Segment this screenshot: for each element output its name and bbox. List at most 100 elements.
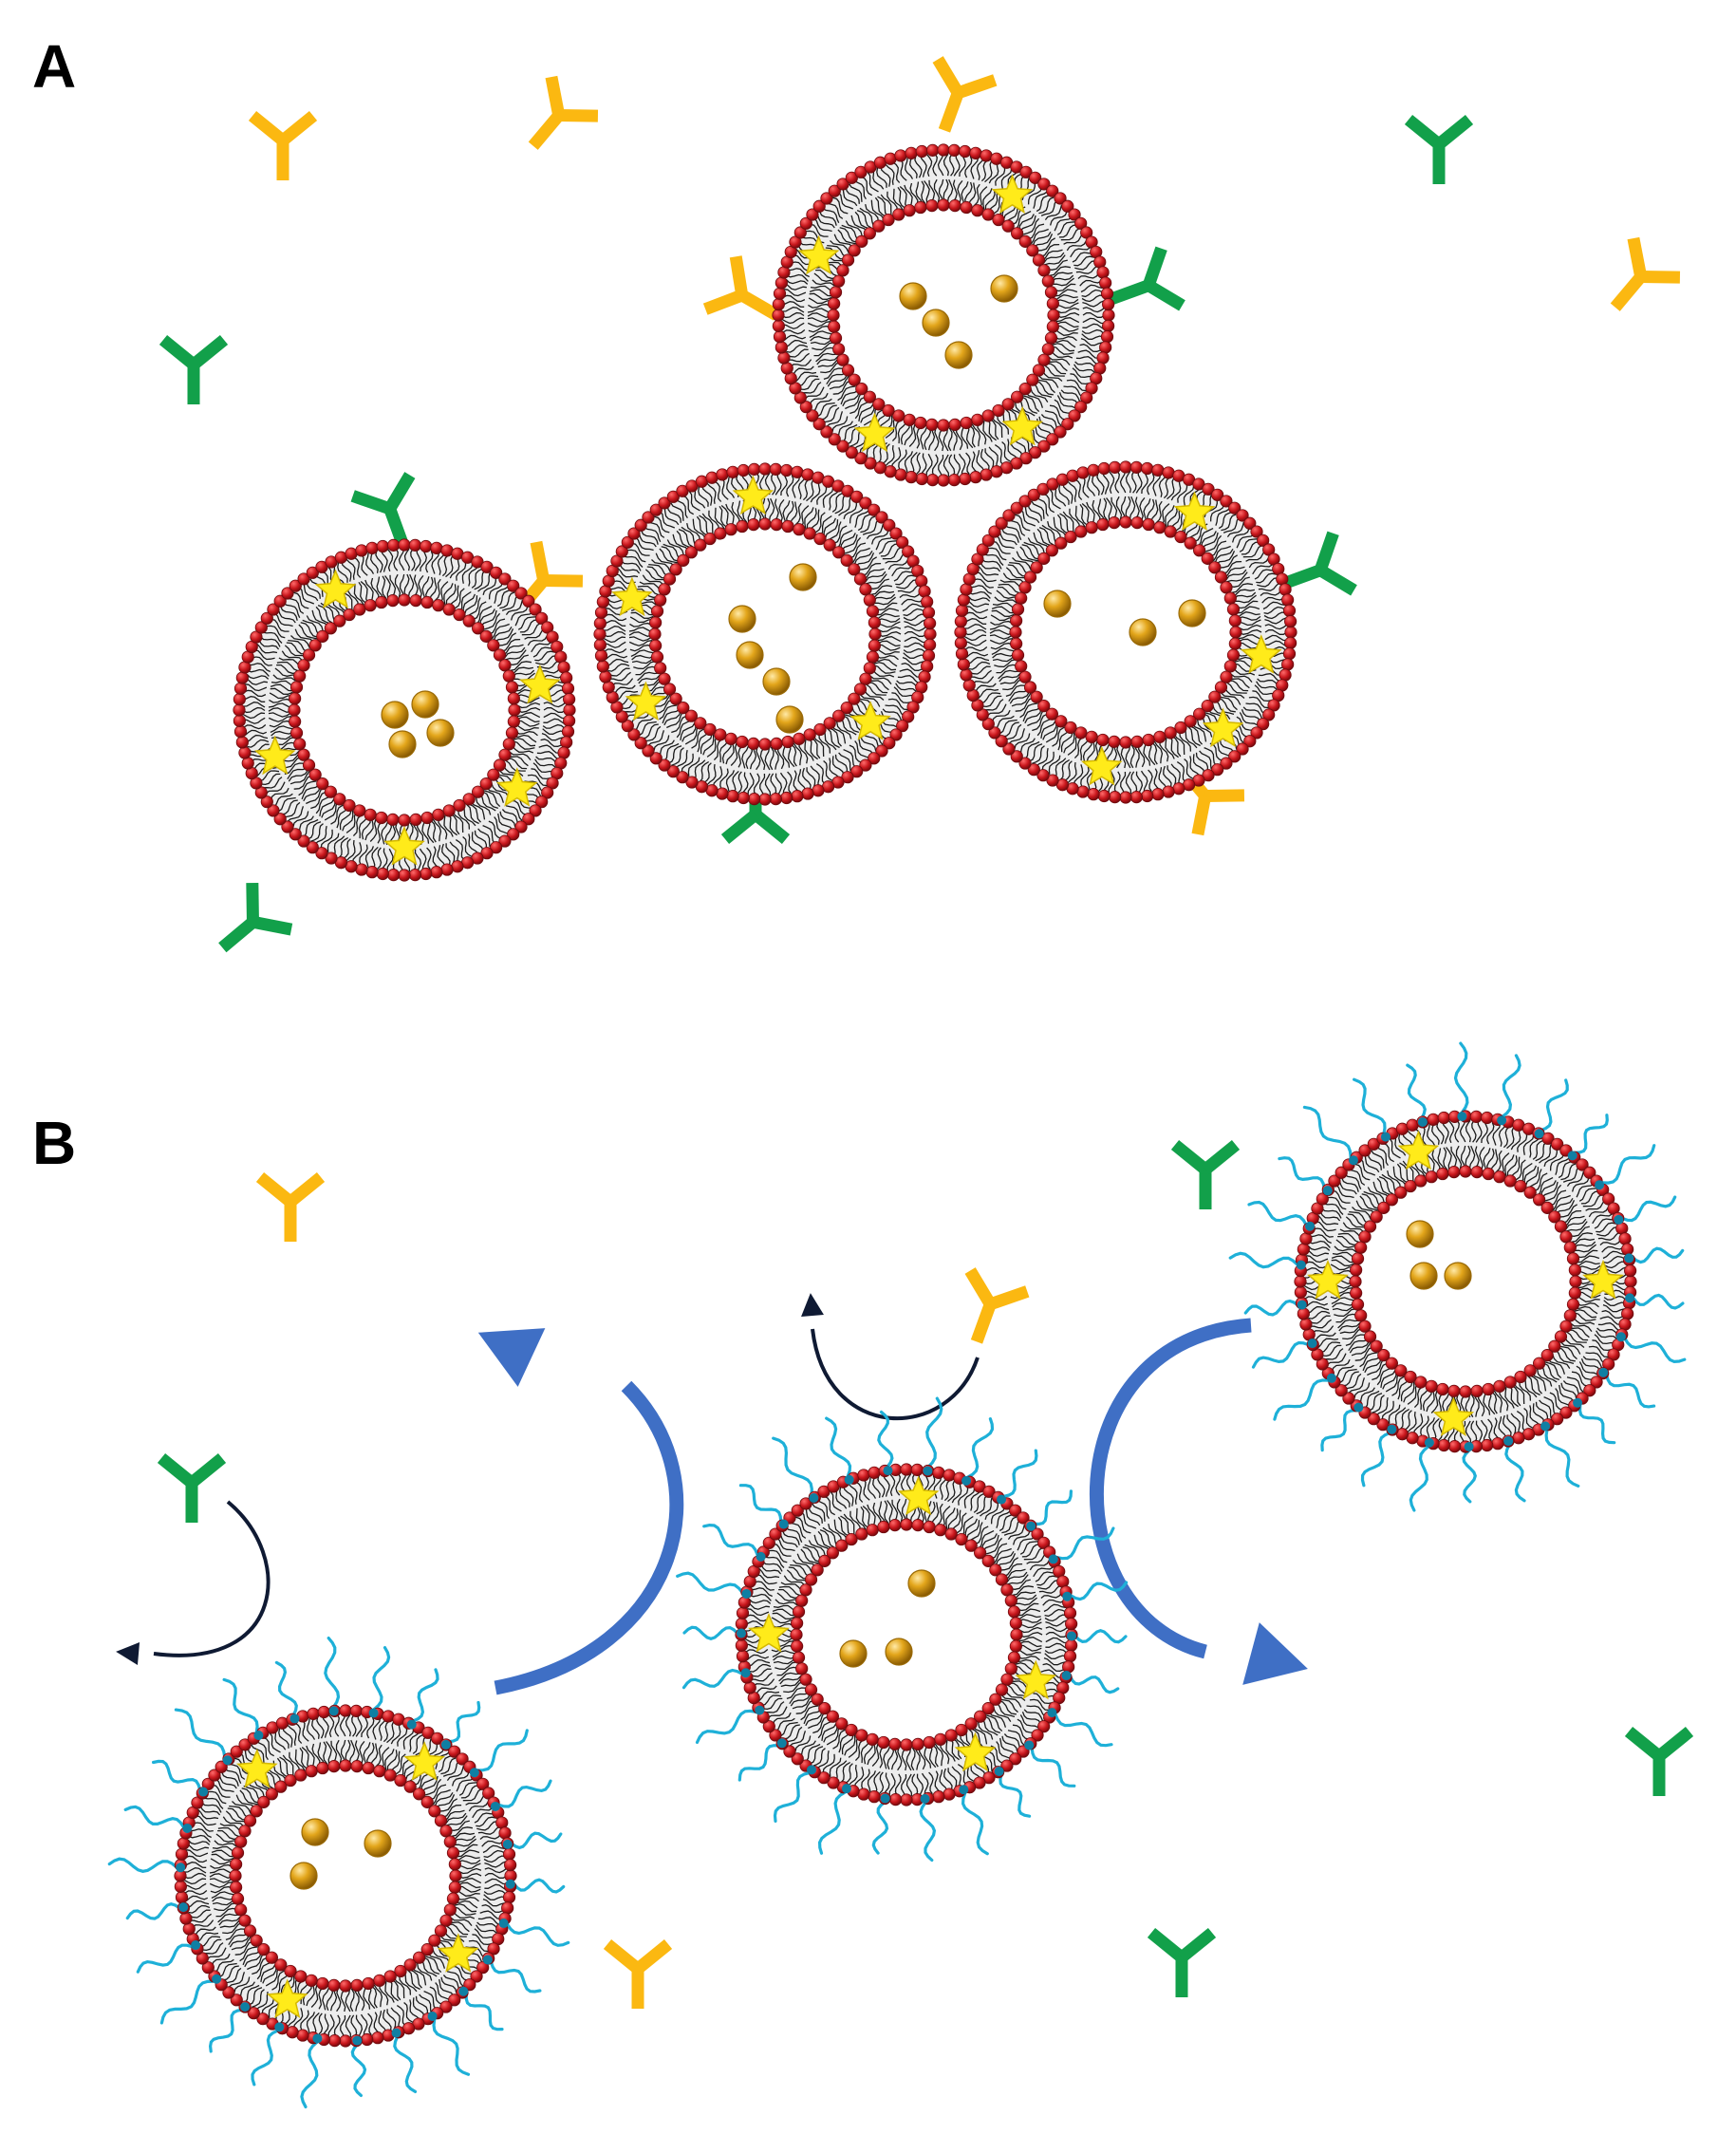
peg-chain-icon [174, 1708, 227, 1760]
peg-anchor [844, 1474, 854, 1485]
peg-anchor [458, 1986, 469, 1996]
star-marker-icon [437, 1933, 479, 1973]
peg-chain-icon [1504, 1443, 1526, 1503]
peg-anchor [1540, 1421, 1551, 1432]
peg-anchor [490, 1801, 500, 1811]
liposome-core [1019, 526, 1232, 739]
peg-chain-icon [965, 1417, 995, 1479]
peg-chain-icon [1360, 1431, 1392, 1488]
lipid-tails [963, 470, 1288, 795]
peg-chain-icon [1228, 1251, 1299, 1269]
peg-chain-icon [1409, 1445, 1430, 1512]
star-marker-icon [954, 1732, 997, 1772]
transition-arrow [477, 1328, 684, 1695]
peg-anchor [391, 2028, 401, 2038]
peg-anchor [776, 1738, 787, 1749]
antibody-icon [1109, 246, 1185, 311]
headgroups [233, 538, 576, 882]
peg-chain-icon [1278, 1156, 1326, 1190]
cargo-particle-icon [736, 641, 764, 669]
peg-anchor [961, 1475, 972, 1486]
peg-anchor [1567, 1151, 1577, 1161]
peg-anchor [240, 2002, 251, 2012]
star-marker-icon [403, 1741, 445, 1781]
star-marker-icon [1080, 745, 1123, 786]
star-marker-icon [1307, 1260, 1349, 1300]
peg-chain-icon [1068, 1675, 1120, 1694]
star-marker-icon [1202, 707, 1244, 748]
peg-anchor [440, 1739, 451, 1750]
peg-chain-icon [961, 1791, 989, 1856]
peg-chain-icon [1302, 1105, 1353, 1159]
star-marker-icon [1015, 1659, 1057, 1700]
peg-chain-icon [136, 1943, 195, 1974]
peg-chain-icon [1001, 1449, 1038, 1498]
star-marker-icon [797, 234, 840, 275]
peg-chain-icon [505, 1922, 570, 1947]
peg-chain-icon [446, 1700, 481, 1744]
peg-anchor [740, 1668, 751, 1678]
antibody-icon [528, 75, 599, 150]
peg-anchor [923, 1466, 933, 1476]
star-marker-icon [732, 475, 775, 515]
peg-anchor [920, 1793, 930, 1804]
peg-chain-icon [510, 1831, 563, 1850]
peg-anchor [1353, 1402, 1364, 1413]
headgroups [772, 143, 1115, 487]
peg-anchor [274, 2022, 285, 2032]
star-marker-icon [266, 1978, 308, 2018]
cargo-particle-icon [775, 705, 804, 734]
peg-anchor [352, 2035, 363, 2046]
antibody-icon [1280, 531, 1357, 596]
peg-chain-icon [738, 1484, 783, 1524]
peg-chain-icon [919, 1801, 937, 1863]
liposome-icon [107, 1637, 570, 2108]
peg-chain-icon [489, 1959, 542, 1994]
peg-chain-icon [1605, 1373, 1656, 1409]
liposome-icon [772, 143, 1115, 487]
panel-b-label: B [32, 1109, 77, 1177]
peg-anchor [1380, 1132, 1391, 1142]
cargo-particle-icon [301, 1818, 329, 1846]
peg-chain-icon [877, 1410, 894, 1469]
peg-anchor [1598, 1367, 1609, 1377]
peg-chain-icon [871, 1800, 889, 1855]
peg-anchor [498, 1919, 509, 1929]
peg-anchor [1047, 1708, 1057, 1718]
peg-anchor [755, 1705, 765, 1715]
peg-anchor [841, 1784, 851, 1794]
peg-anchor [253, 1731, 264, 1741]
cargo-particle-icon [1129, 618, 1157, 646]
liposome-icon [954, 460, 1297, 804]
antibody-icon [702, 255, 780, 321]
antibody-icon [255, 1171, 326, 1242]
star-marker-icon [495, 767, 538, 807]
star-marker-icon [253, 735, 296, 776]
peg-anchor [1061, 1671, 1072, 1681]
peg-chain-icon [1251, 1340, 1311, 1369]
peg-chain-icon [152, 1759, 202, 1792]
peg-anchor [1326, 1373, 1336, 1383]
peg-anchor [1464, 1441, 1474, 1451]
antibody-icon [1170, 1139, 1241, 1209]
peg-chain-icon [324, 1637, 341, 1709]
cargo-particle-icon [762, 667, 791, 696]
liposome-core [800, 1528, 1013, 1741]
star-marker-icon [383, 826, 425, 866]
cargo-particle-icon [839, 1639, 868, 1668]
liposome-core [659, 528, 871, 740]
peg-chain-icon [393, 2034, 418, 2093]
peg-anchor [1307, 1338, 1317, 1349]
peg-chain-icon [676, 1571, 745, 1595]
antibody-icon [1404, 114, 1474, 184]
peg-chain-icon [1055, 1526, 1115, 1561]
dissociation-arrow [116, 1500, 271, 1665]
peg-chain-icon [1073, 1629, 1128, 1644]
peg-anchor [883, 1466, 893, 1476]
antibody-icon [1147, 1927, 1217, 1997]
peg-chain-icon [682, 1625, 739, 1640]
cargo-particle-icon [944, 341, 973, 369]
peg-anchor [368, 1708, 379, 1718]
peg-anchor [1387, 1424, 1397, 1434]
